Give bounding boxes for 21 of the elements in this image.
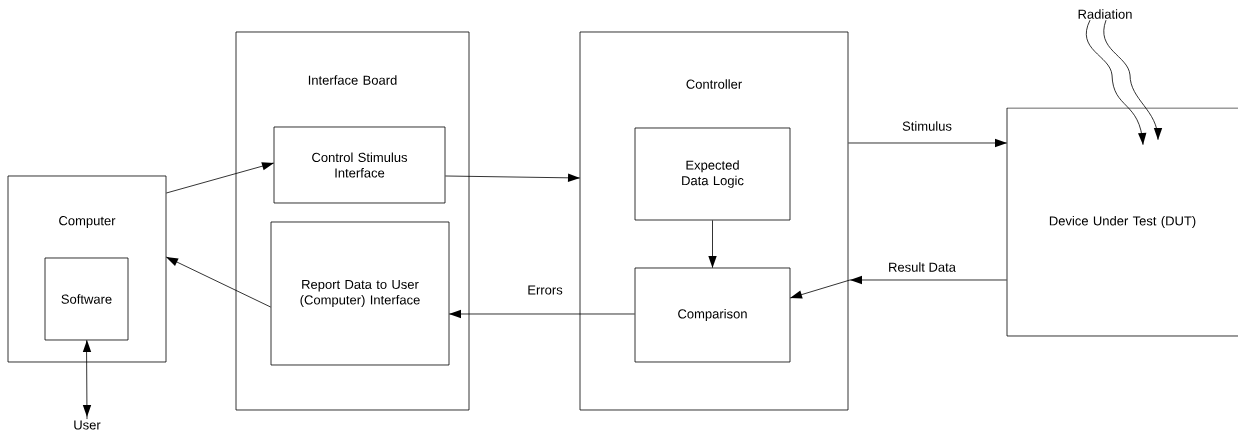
process-box: Control Stimulus Interface bbox=[273, 126, 446, 204]
text-label: User bbox=[74, 420, 101, 430]
arrow bbox=[1103, 19, 1163, 140]
arrow bbox=[790, 275, 1007, 299]
arrow bbox=[708, 220, 717, 268]
device-box: Device Under Test (DUT) bbox=[1006, 107, 1238, 337]
edge-label: Errors bbox=[526, 284, 564, 296]
edge-label: Result Data bbox=[887, 261, 957, 273]
text-label: Radiation bbox=[1078, 9, 1132, 19]
arrow bbox=[82, 340, 92, 420]
process-box: Software bbox=[44, 257, 129, 341]
arrow bbox=[848, 138, 1007, 148]
arrow bbox=[1085, 19, 1147, 145]
process-box: Comparison bbox=[634, 267, 791, 363]
process-box: Report Data to User (Computer) Interface bbox=[270, 221, 450, 366]
arrow bbox=[449, 309, 635, 319]
arrow bbox=[445, 173, 580, 182]
arrow bbox=[166, 162, 274, 194]
process-box: Expected Data Logic bbox=[634, 127, 791, 221]
arrow bbox=[166, 256, 271, 308]
edge-label: Stimulus bbox=[901, 120, 953, 132]
